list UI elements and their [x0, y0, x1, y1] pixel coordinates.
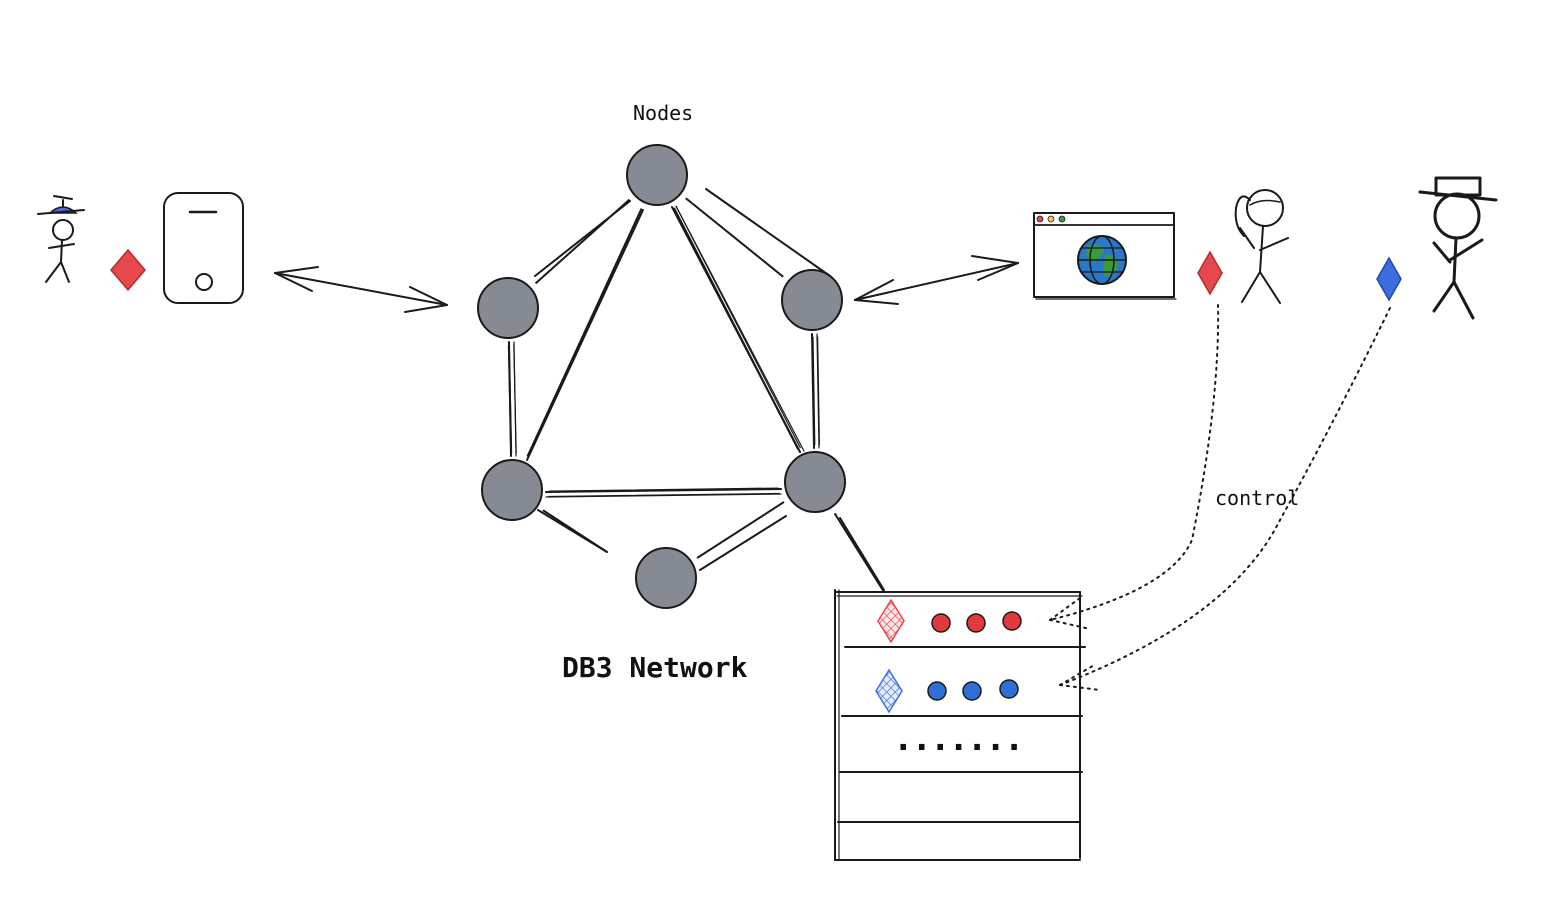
- blue-record-dot: [962, 681, 982, 701]
- nodes-label: Nodes: [633, 101, 693, 125]
- ellipsis-row: .......: [893, 719, 1022, 759]
- blue-hatched-key-icon: [875, 668, 903, 714]
- table-row-red: [877, 598, 1022, 644]
- network-nodes: [471, 138, 852, 615]
- blue-record-dot: [999, 679, 1019, 699]
- red-record-dot: [1002, 611, 1022, 631]
- bidirectional-arrow-left: [274, 266, 448, 313]
- network-edges: [507, 174, 885, 593]
- database-table: .......: [834, 589, 1086, 861]
- red-hatched-key-icon: [877, 598, 905, 644]
- network-label: DB3 Network: [562, 651, 748, 684]
- blue-diamond-key-icon: [1376, 256, 1402, 302]
- red-diamond-key-icon: [110, 248, 146, 292]
- control-label: control: [1215, 486, 1299, 510]
- mobile-phone-icon: [163, 192, 244, 304]
- red-diamond-key-icon: [1197, 250, 1223, 296]
- control-connectors: [1049, 304, 1391, 691]
- table-row-blue: [875, 668, 1019, 714]
- stick-figure-ponytail-icon: [1234, 189, 1289, 304]
- blue-record-dot: [927, 681, 947, 701]
- network-edges-overlay: [508, 188, 885, 591]
- stick-figure-propeller-hat-icon: [37, 195, 85, 283]
- stick-figure-hat-icon: [1418, 176, 1498, 320]
- browser-window-globe-icon: [1033, 212, 1177, 300]
- bidirectional-arrow-right: [854, 255, 1019, 305]
- red-record-dot: [966, 613, 986, 633]
- red-record-dot: [931, 613, 951, 633]
